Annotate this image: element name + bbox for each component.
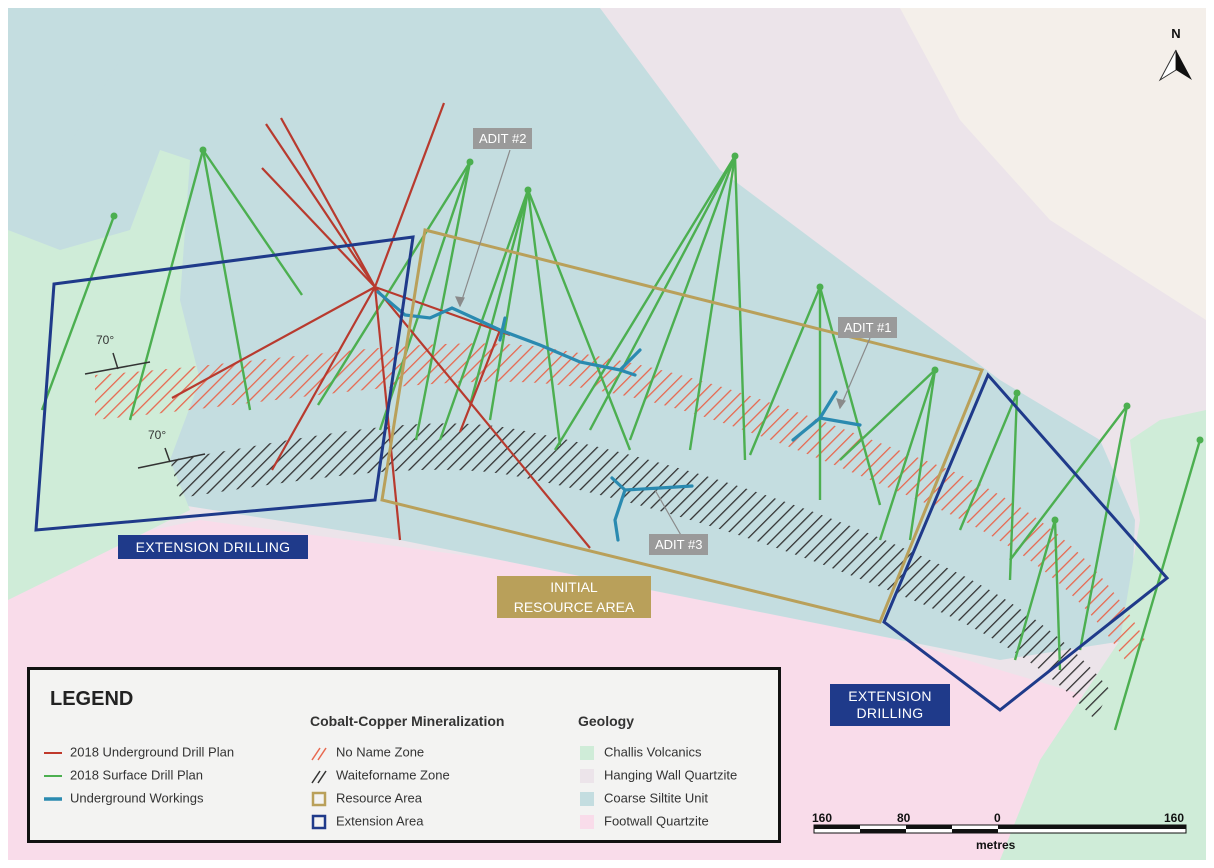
black-hatch-icon [311, 770, 327, 783]
legend-box: LEGEND 2018 Underground Drill Plan 2018 … [27, 667, 781, 843]
scale-unit: metres [976, 838, 1016, 852]
blue-square-icon [311, 814, 327, 829]
adit-leaders [455, 149, 871, 538]
pink-swatch-icon [580, 814, 594, 829]
extension-drilling-east-line2: DRILLING [856, 705, 924, 721]
legend-title: LEGEND [50, 688, 134, 710]
north-arrow-icon [1158, 49, 1192, 82]
legend-item-challis-volcanics: Challis Volcanics [578, 743, 702, 761]
dip-label-lower: 70° [148, 428, 167, 442]
initial-resource-area-label: INITIAL RESOURCE AREA [497, 576, 651, 618]
legend-item-hanging-wall-quartzite: Hanging Wall Quartzite [578, 766, 737, 784]
geology-header: Geology [578, 713, 635, 729]
legend-item-extension-area: Extension Area [310, 812, 423, 830]
blue-line-icon [44, 796, 62, 801]
surface-drill-collars [110, 146, 1204, 524]
legend-item-coarse-siltite: Coarse Siltite Unit [578, 789, 708, 807]
initial-resource-line2: RESOURCE AREA [513, 599, 635, 615]
adit-1-label: ADIT #1 [838, 317, 898, 338]
dip-label-upper: 70° [96, 333, 115, 347]
lilac-swatch-icon [580, 768, 594, 783]
blue-swatch-icon [580, 791, 594, 806]
underground-drill-holes [171, 102, 591, 549]
challis-volcanics-east [1000, 410, 1206, 860]
legend-item-underground-workings: Underground Workings [44, 789, 203, 807]
green-line-icon [44, 774, 62, 777]
red-line-icon [44, 751, 62, 754]
gold-square-icon [311, 791, 327, 806]
red-hatch-icon [311, 747, 327, 760]
underground-workings [376, 290, 862, 542]
waiteforname-zone [170, 423, 1110, 720]
coarse-siltite-area [8, 8, 1135, 660]
legend-item-surface-drill: 2018 Surface Drill Plan [44, 766, 203, 784]
challis-volcanics-north [8, 8, 130, 180]
scale-bar [813, 824, 1187, 834]
legend-item-resource-area: Resource Area [310, 789, 422, 807]
scale-tick-160-right: 160 [1164, 811, 1185, 825]
dip-symbols [84, 352, 206, 469]
scale-tick-80: 80 [897, 811, 911, 825]
legend-item-no-name-zone: No Name Zone [310, 743, 424, 761]
legend-item-underground-drill: 2018 Underground Drill Plan [44, 743, 234, 761]
extension-drilling-west-label: EXTENSION DRILLING [118, 535, 308, 559]
extension-drilling-east-label: EXTENSION DRILLING [830, 684, 950, 726]
green-swatch-icon [580, 745, 594, 760]
surface-drill-holes [40, 149, 1202, 731]
north-label: N [1171, 26, 1181, 41]
legend-item-footwall-quartzite: Footwall Quartzite [578, 812, 709, 830]
extension-area-west [34, 235, 415, 532]
extension-drilling-east-line1: EXTENSION [848, 688, 932, 704]
top-right-light-area [900, 8, 1206, 320]
scale-tick-160-left: 160 [812, 811, 833, 825]
extension-area-east [882, 372, 1170, 712]
mineralization-header: Cobalt-Copper Mineralization [310, 713, 505, 729]
scale-tick-0: 0 [994, 811, 1001, 825]
adit-2-label: ADIT #2 [473, 128, 533, 149]
adit-3-label: ADIT #3 [649, 534, 709, 555]
initial-resource-line1: INITIAL [550, 579, 598, 595]
legend-item-waiteforname-zone: Waiteforname Zone [310, 766, 450, 784]
resource-area-outline [380, 228, 985, 624]
